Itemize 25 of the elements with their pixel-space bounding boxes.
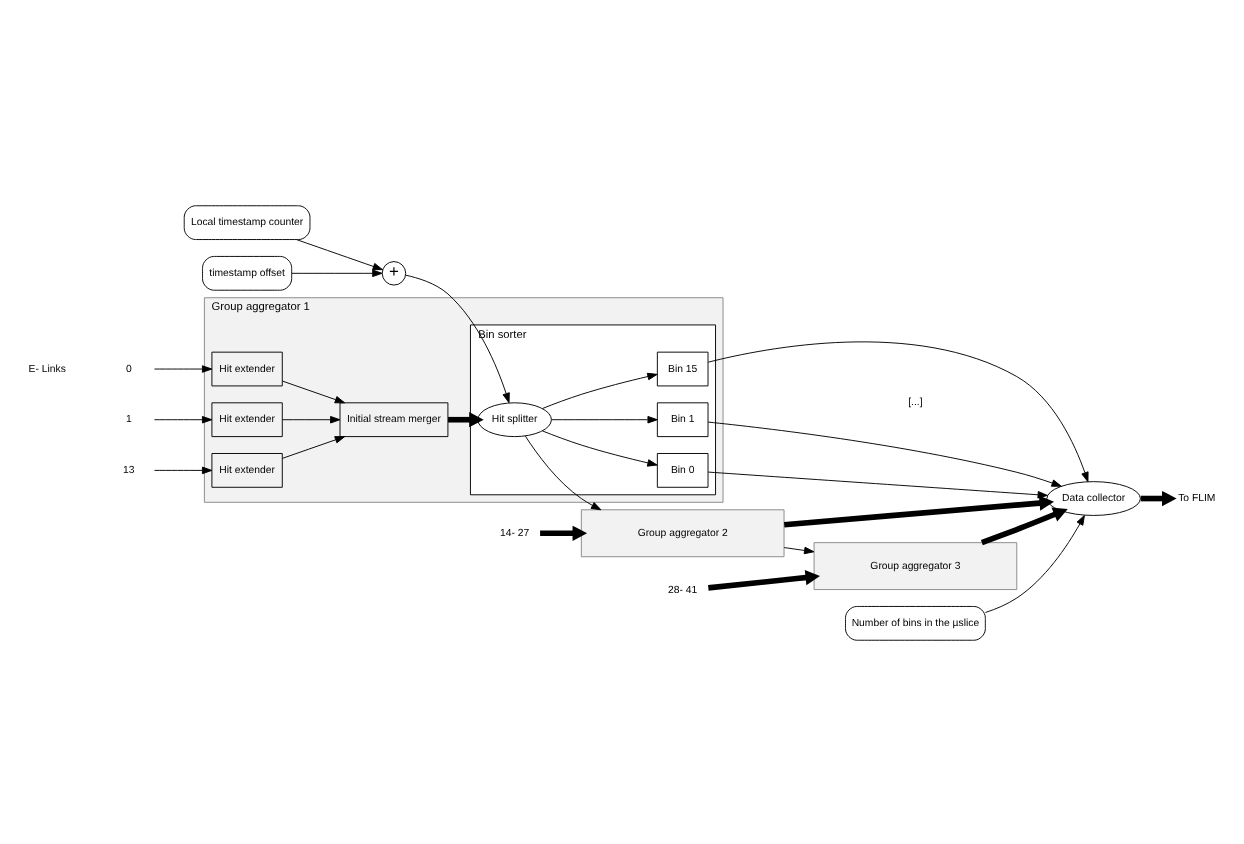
arrow: [980, 506, 1068, 545]
arrow: [984, 513, 1085, 612]
arrow: [448, 411, 484, 427]
arrow: [1140, 489, 1177, 506]
arrow: [542, 371, 658, 408]
arrow: [154, 364, 213, 372]
arrow: [783, 545, 815, 554]
node-circle: +: [381, 260, 407, 285]
arrow: [281, 435, 346, 458]
arrow: [281, 414, 341, 423]
arrow: [154, 414, 213, 423]
arrow: [542, 429, 658, 466]
arrow: [551, 414, 658, 423]
arrow: [707, 420, 1062, 486]
arrow: [524, 434, 602, 510]
arrow: [291, 268, 383, 277]
arrow: [708, 569, 820, 590]
arrow: [784, 494, 1054, 527]
arrow: [281, 379, 346, 403]
arrow: [707, 470, 1048, 498]
arrow: [154, 465, 213, 474]
arrow: [707, 340, 1089, 482]
arrow: [296, 238, 383, 270]
arrow: [540, 524, 588, 540]
arrow: [405, 273, 510, 403]
